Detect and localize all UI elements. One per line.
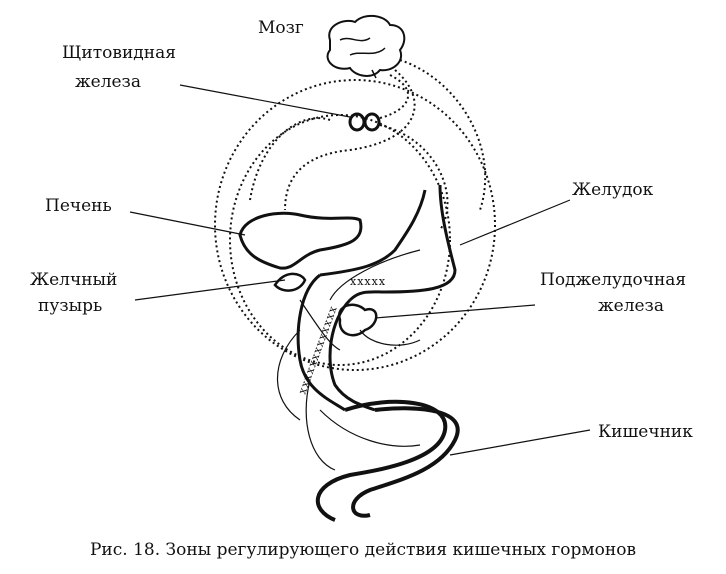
- label-brain: Мозг: [258, 18, 304, 38]
- liver-shape: [238, 211, 363, 270]
- leader-lines: [129, 84, 591, 456]
- gallbladder-shape: [273, 272, 307, 292]
- label-thyroid-line2: железа: [75, 72, 141, 92]
- dotted-regulation-paths: [214, 59, 496, 371]
- label-pancreas-line2: железа: [598, 296, 664, 316]
- intestine-shape: [315, 399, 448, 522]
- brain-shape: [326, 14, 406, 77]
- label-thyroid-line1: Щитовидная: [62, 43, 176, 63]
- brain-folds: [339, 37, 386, 79]
- label-pancreas-line1: Поджелудочная: [540, 270, 687, 290]
- thyroid-shape: [348, 112, 381, 132]
- stomach-shape: [319, 184, 457, 302]
- svg-text:xxxxx: xxxxx: [350, 275, 386, 288]
- figure-caption: Рис. 18. Зоны регулирующего действия киш…: [89, 540, 637, 560]
- label-gallbladder-line1: Желчный: [30, 270, 118, 290]
- label-stomach: Желудок: [572, 180, 654, 200]
- label-gallbladder-line2: пузырь: [38, 296, 103, 316]
- hormone-arrows: [277, 249, 421, 471]
- label-liver: Печень: [45, 196, 112, 216]
- duodenum-shape: [296, 273, 346, 412]
- label-intestine: Кишечник: [598, 422, 693, 442]
- pancreas-shape: [337, 303, 378, 337]
